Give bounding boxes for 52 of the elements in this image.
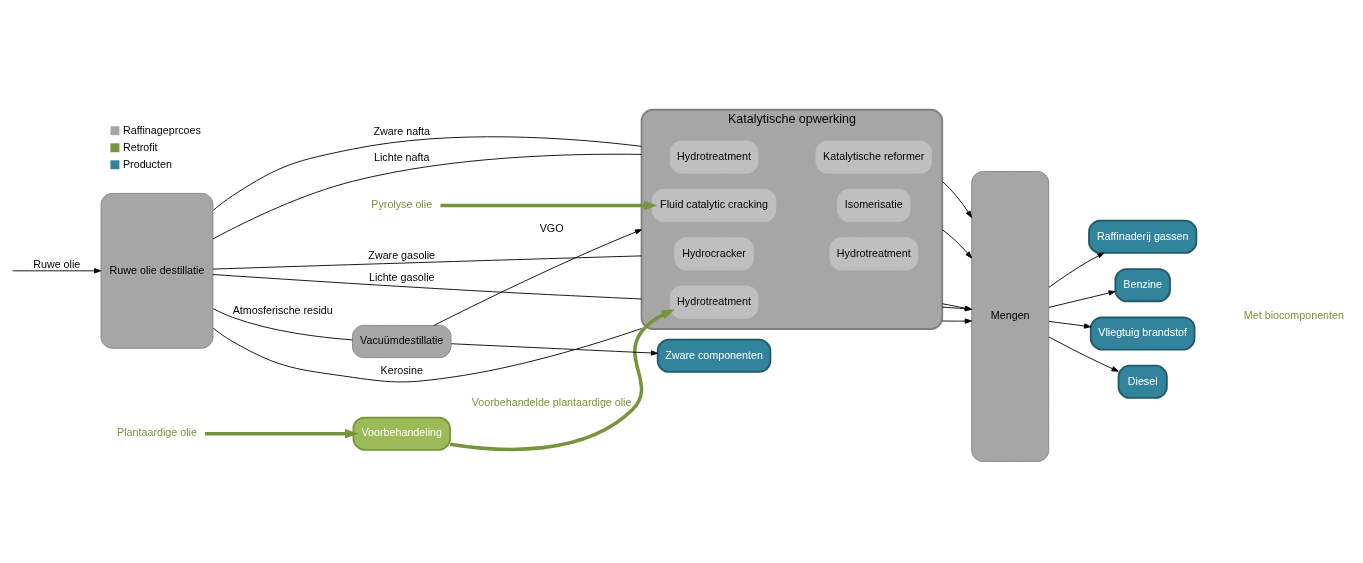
edge-label: Voorbehandelde plantaardige olie [471,395,632,408]
arrow [1048,320,1092,329]
node-text: Pyrolyse olie [371,197,433,210]
connector [212,307,353,340]
arrow [433,228,642,326]
edge-label: Ruwe olie [33,257,81,270]
connector [212,254,642,269]
arrow [1048,336,1119,372]
edge-label: Lichte nafta [374,150,430,163]
node-box: Diesel [1117,364,1168,399]
arrow [941,228,973,258]
arrow [449,308,675,451]
node-box: Hydrocracker [674,236,754,270]
node-box: Vacuümdestillatie [352,324,452,358]
connector [212,153,642,239]
edge-label: Kerosine [380,363,423,376]
node-box: Hydrotreatment [669,140,759,174]
arrow [450,342,659,356]
connector [212,327,642,382]
node-box: Benzine [1114,267,1171,302]
node-box: Zware componenten [656,338,772,373]
edge-label: VGO [539,221,564,234]
arrow [440,200,658,210]
arrow [941,317,972,324]
node-box: Katalytische reformer [815,140,932,174]
arrow [941,302,972,311]
edge-label: Lichte gasolie [368,270,435,283]
arrow [941,180,973,218]
arrow [12,267,102,273]
edge-label: Atmosferische residu [232,303,333,316]
node-box: Raffinaderij gassen [1088,219,1198,254]
node-box: Vliegtuig brandstof [1089,315,1196,350]
label: Met biocomponenten [1243,308,1344,321]
edge-label: Zware gasolie [368,248,436,261]
connector [212,135,642,211]
arrow [1048,252,1105,288]
legend-label: Raffinageprcoes [122,123,201,136]
legend-label: Producten [122,157,172,170]
node-box: Voorbehandeling [352,416,451,451]
node-box: Mengen [971,170,1050,462]
arrow [941,305,972,311]
arrow [205,428,359,438]
arrow [1048,289,1116,308]
node-box: Hydrotreatment [829,236,919,270]
connector [212,273,642,299]
node-text: Plantaardige olie [117,425,197,438]
legend-label: Retrofit [122,140,158,153]
node-box: Isomerisatie [837,188,911,222]
node-box: Fluid catalytic cracking [651,188,777,222]
node-box: Hydrotreatment [669,285,759,319]
edge-label: Zware nafta [373,124,431,137]
node-box: Ruwe olie destillatie [100,192,214,349]
